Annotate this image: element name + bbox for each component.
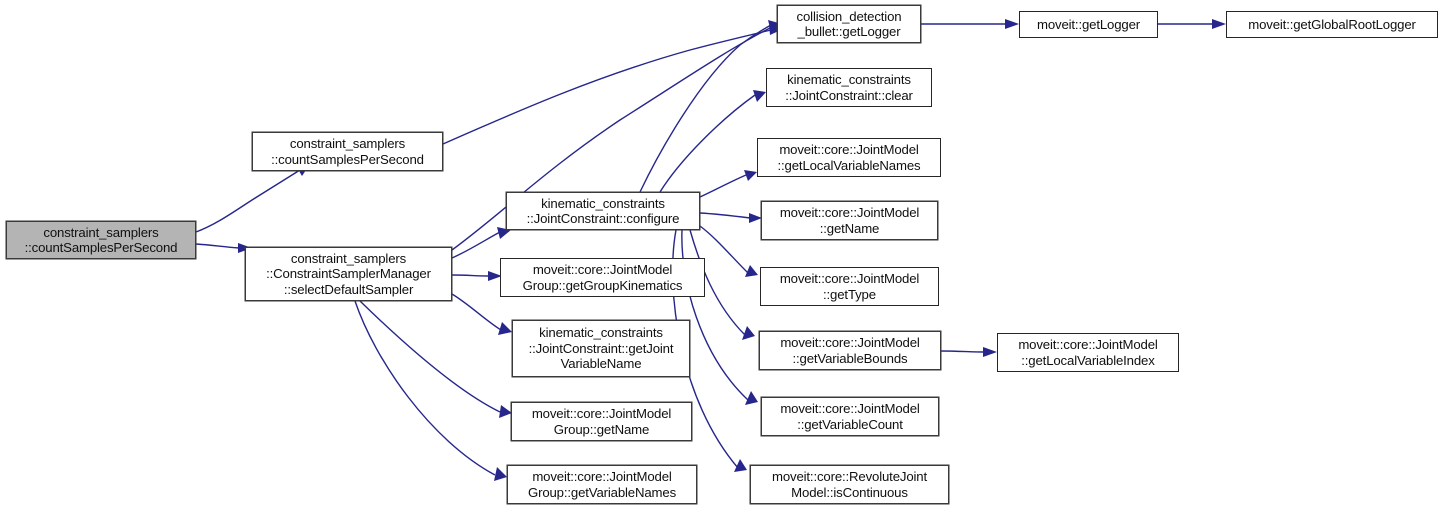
call-edge	[451, 293, 502, 331]
arrowhead-icon	[488, 271, 502, 281]
graph-node-bulletGetLogger[interactable]: collision_detection _bullet::getLogger	[777, 5, 921, 43]
arrowhead-icon	[983, 347, 997, 357]
graph-node-label: constraint_samplers ::countSamplesPerSec…	[24, 224, 178, 256]
arrowhead-icon	[1212, 19, 1226, 29]
graph-node-groupGetName[interactable]: moveit::core::JointModel Group::getName	[511, 402, 692, 441]
graph-node-groupGetVariableNames[interactable]: moveit::core::JointModel Group::getVaria…	[507, 465, 697, 504]
call-edge	[699, 225, 749, 274]
graph-node-getGroupKinematics[interactable]: moveit::core::JointModel Group::getGroup…	[500, 258, 705, 297]
arrowhead-icon	[742, 326, 755, 340]
arrowhead-icon	[499, 405, 512, 418]
call-edge	[699, 174, 747, 198]
arrowhead-icon	[497, 227, 511, 239]
graph-node-getType[interactable]: moveit::core::JointModel ::getType	[760, 267, 939, 306]
graph-node-label: collision_detection _bullet::getLogger	[796, 8, 902, 40]
call-edge	[451, 26, 773, 251]
arrowhead-icon	[734, 459, 747, 472]
graph-node-label: moveit::core::JointModel ::getType	[779, 271, 920, 302]
arrowhead-icon	[745, 265, 758, 277]
graph-node-label: constraint_samplers ::ConstraintSamplerM…	[266, 250, 431, 297]
graph-node-getLocalVariableNames[interactable]: moveit::core::JointModel ::getLocalVaria…	[757, 138, 941, 177]
arrowhead-icon	[745, 391, 758, 405]
graph-node-moveitGetLogger[interactable]: moveit::getLogger	[1019, 11, 1158, 38]
call-edge	[359, 300, 501, 413]
call-edge	[681, 229, 749, 401]
call-edge	[940, 350, 985, 353]
call-edge	[442, 29, 772, 145]
graph-node-getVariableBounds[interactable]: moveit::core::JointModel ::getVariableBo…	[759, 331, 941, 370]
arrowhead-icon	[494, 467, 507, 481]
call-edge	[354, 300, 496, 476]
call-edge	[639, 24, 772, 193]
arrowhead-icon	[753, 90, 766, 102]
graph-node-label: constraint_samplers ::countSamplesPerSec…	[271, 136, 424, 167]
graph-node-getJointVariableName[interactable]: kinematic_constraints ::JointConstraint:…	[512, 320, 690, 377]
graph-node-label: moveit::core::JointModel ::getLocalVaria…	[777, 142, 921, 173]
call-edge	[195, 243, 240, 249]
graph-node-label: moveit::core::JointModel Group::getGroup…	[522, 262, 683, 293]
graph-node-jointConstraintClear[interactable]: kinematic_constraints ::JointConstraint:…	[766, 68, 932, 107]
call-edge	[451, 274, 490, 277]
graph-node-getGlobalRootLogger[interactable]: moveit::getGlobalRootLogger	[1226, 11, 1438, 38]
graph-node-configure[interactable]: kinematic_constraints ::JointConstraint:…	[506, 192, 700, 230]
graph-node-label: moveit::core::JointModel ::getVariableCo…	[780, 401, 920, 432]
arrowhead-icon	[749, 213, 762, 223]
graph-node-label: moveit::getGlobalRootLogger	[1248, 16, 1416, 32]
call-edge	[451, 231, 501, 259]
graph-node-count2[interactable]: constraint_samplers ::countSamplesPerSec…	[252, 132, 443, 171]
call-edge	[195, 169, 301, 233]
graph-node-root[interactable]: constraint_samplers ::countSamplesPerSec…	[6, 221, 196, 259]
graph-node-getVariableCount[interactable]: moveit::core::JointModel ::getVariableCo…	[761, 397, 939, 436]
arrowhead-icon	[744, 170, 757, 181]
graph-node-label: kinematic_constraints ::JointConstraint:…	[528, 325, 674, 372]
graph-node-label: kinematic_constraints ::JointConstraint:…	[785, 72, 913, 103]
graph-node-label: moveit::core::JointModel Group::getVaria…	[527, 469, 677, 500]
graph-node-label: kinematic_constraints ::JointConstraint:…	[526, 195, 680, 227]
graph-node-jointGetName[interactable]: moveit::core::JointModel ::getName	[761, 201, 938, 240]
graph-node-isContinuous[interactable]: moveit::core::RevoluteJoint Model::isCon…	[750, 465, 949, 504]
graph-node-label: moveit::core::JointModel Group::getName	[531, 406, 672, 437]
call-edge	[699, 212, 751, 219]
call-edge	[689, 229, 746, 336]
graph-node-label: moveit::core::RevoluteJoint Model::isCon…	[771, 469, 927, 500]
graph-node-label: moveit::core::JointModel ::getName	[779, 205, 920, 236]
graph-node-label: moveit::core::JointModel ::getVariableBo…	[780, 335, 920, 366]
graph-node-label: moveit::core::JointModel ::getLocalVaria…	[1018, 337, 1158, 368]
arrowhead-icon	[498, 322, 512, 335]
graph-node-selectDefaultSampler[interactable]: constraint_samplers ::ConstraintSamplerM…	[245, 247, 452, 301]
graph-node-label: moveit::getLogger	[1036, 16, 1140, 32]
graph-node-getLocalVariableIndex[interactable]: moveit::core::JointModel ::getLocalVaria…	[997, 333, 1179, 372]
arrowhead-icon	[1005, 19, 1019, 29]
call-edge	[659, 94, 756, 193]
